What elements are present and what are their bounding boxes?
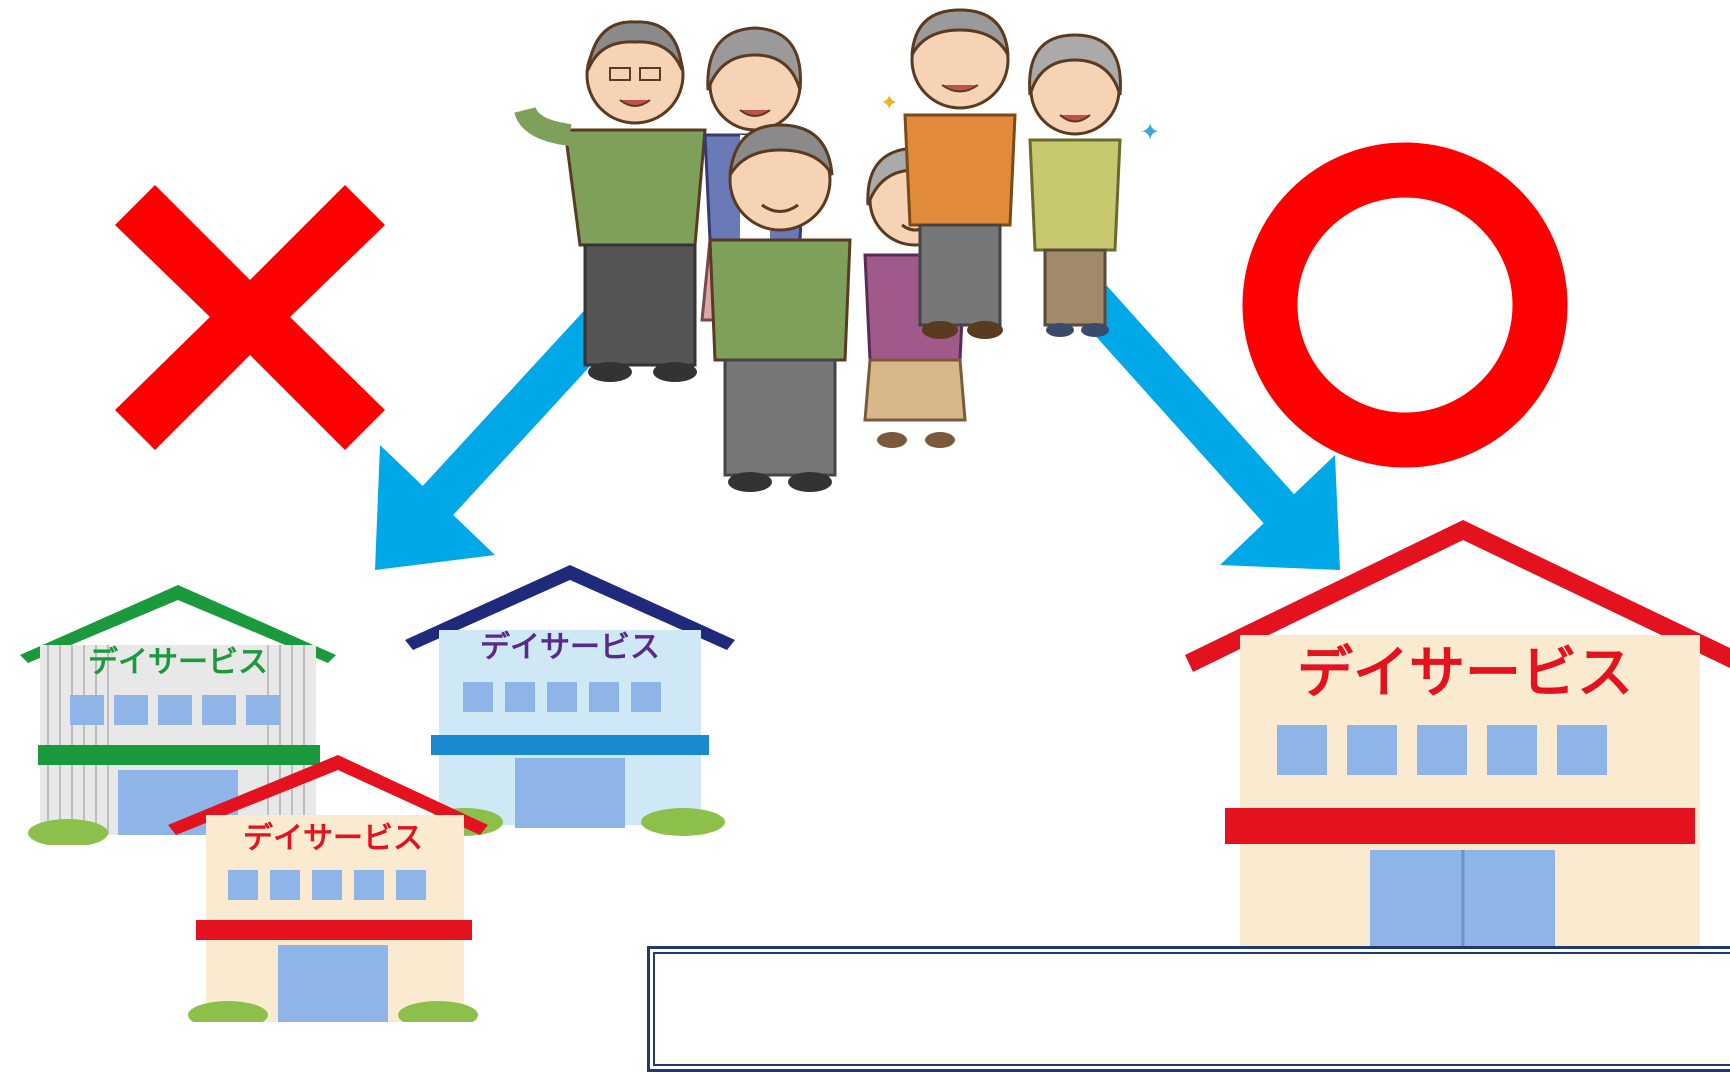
building-red-small: デイサービス bbox=[168, 745, 488, 1022]
svg-text:✦: ✦ bbox=[1140, 118, 1160, 146]
caption-textbox bbox=[647, 946, 1730, 1072]
cross-mark-icon bbox=[115, 185, 385, 450]
building-red-small-label: デイサービス bbox=[243, 821, 423, 856]
elderly-group-illustration: ✦ ✦ bbox=[514, 8, 1160, 492]
building-green-label: デイサービス bbox=[88, 645, 268, 680]
building-red-large-label: デイサービス bbox=[1297, 641, 1633, 706]
building-blue: デイサービス bbox=[405, 560, 745, 840]
building-blue-label: デイサービス bbox=[480, 630, 660, 665]
building-green: デイサービス bbox=[8, 575, 348, 845]
circle-mark-icon bbox=[1242, 142, 1568, 468]
building-red-large: デイサービス bbox=[1185, 520, 1730, 980]
svg-text:✦: ✦ bbox=[880, 91, 898, 116]
